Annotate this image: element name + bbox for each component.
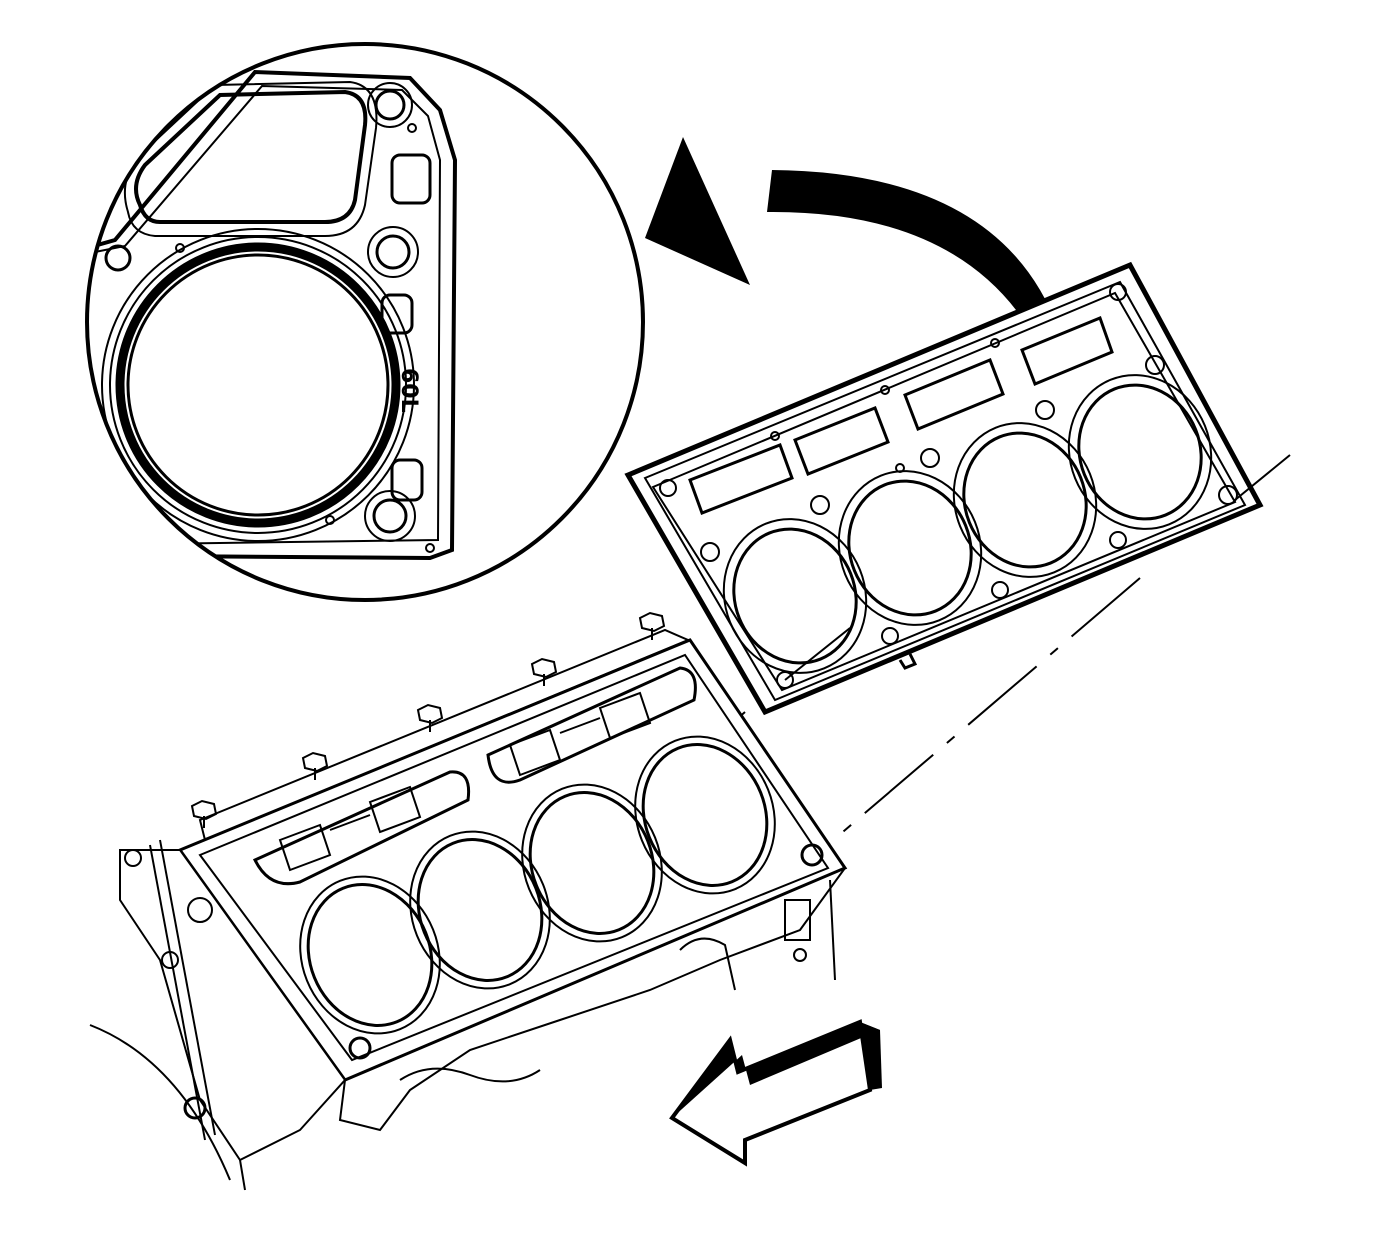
engine-front-arrow-icon <box>669 1019 882 1167</box>
detail-port-window <box>134 89 368 224</box>
head-gasket <box>624 261 1264 716</box>
curved-arrow-icon <box>767 170 1058 330</box>
detail-cylinder-bore <box>126 253 390 517</box>
detail-view: 60L <box>85 42 645 602</box>
gasket-stamp-label: 60L <box>396 368 421 413</box>
engine-block <box>89 611 848 1191</box>
